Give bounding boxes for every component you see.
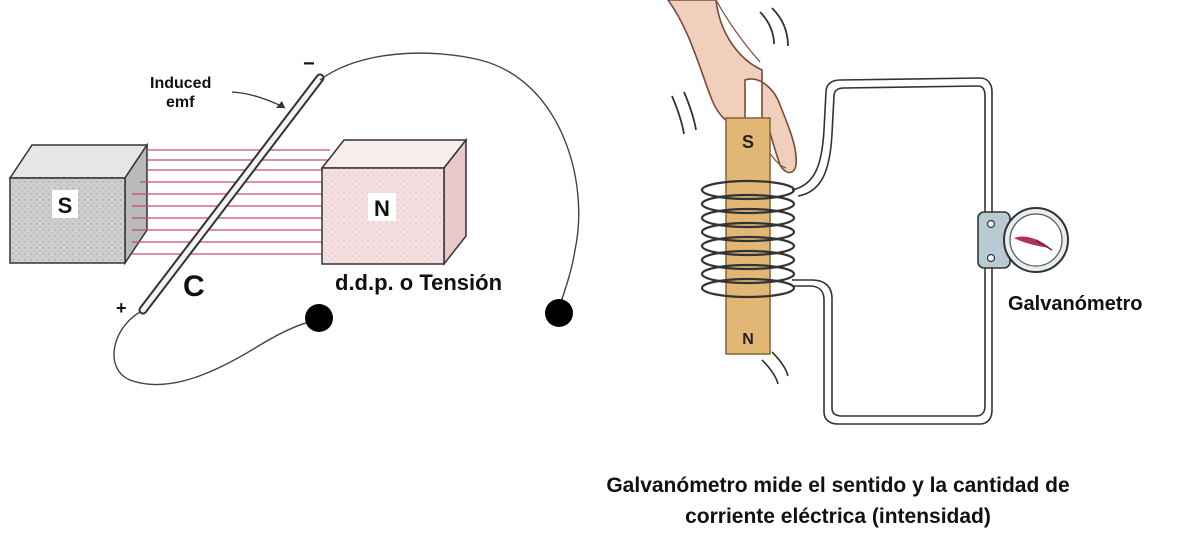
emf-pointer-arrow xyxy=(231,91,286,109)
wire-negative xyxy=(319,52,580,306)
minus-sign: − xyxy=(303,53,315,75)
caption-line2: corriente eléctrica (intensidad) xyxy=(685,505,991,528)
north-pole-label: N xyxy=(374,196,390,221)
conductor-rod xyxy=(138,73,325,315)
coil xyxy=(700,179,796,299)
caption-line1: Galvanómetro mide el sentido y la cantid… xyxy=(606,474,1069,497)
wire-positive xyxy=(113,311,319,386)
south-pole-label: S xyxy=(58,193,73,218)
galvanometer-label: Galvanómetro xyxy=(1008,293,1142,315)
bar-south-label: S xyxy=(742,132,754,152)
magnetic-field-lines xyxy=(132,149,330,255)
right-diagram: S N xyxy=(667,0,1142,425)
north-magnet: N xyxy=(320,137,468,267)
terminal-left xyxy=(305,304,333,332)
voltage-label: d.d.p. o Tensión xyxy=(335,270,502,295)
plus-sign: + xyxy=(116,298,127,318)
induced-emf-label-line2: emf xyxy=(166,94,195,111)
galvanometer-icon xyxy=(977,207,1069,273)
left-diagram: S N xyxy=(8,52,580,386)
bar-north-label: N xyxy=(742,331,754,348)
induced-emf-label-line1: Induced xyxy=(150,75,211,92)
caption: Galvanómetro mide el sentido y la cantid… xyxy=(606,474,1069,528)
circuit-wire xyxy=(791,77,993,425)
south-magnet: S xyxy=(8,142,149,266)
terminal-right xyxy=(545,299,573,327)
conductor-label: C xyxy=(183,270,205,303)
